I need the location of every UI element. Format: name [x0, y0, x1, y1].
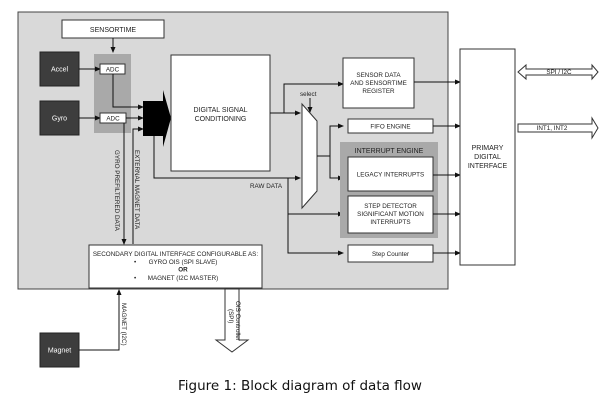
bullet-1: •: [134, 259, 136, 266]
mux-to-fifo-arrow: [317, 123, 344, 157]
magnet-label: Magnet: [48, 348, 71, 355]
external-magnet-label: EXTERNAL MAGNET DATA: [133, 150, 140, 230]
step-detector-block: [347, 195, 434, 234]
accel-label: Accel: [51, 67, 69, 74]
mux-to-legacy-arrow: [329, 156, 344, 181]
adc-accel-to-funnel: [112, 74, 144, 110]
gyro-label: Gyro: [52, 116, 67, 123]
int-label: INT1, INT2: [537, 125, 568, 132]
raw-data-line: [153, 136, 301, 181]
sensor-data-line3: REGISTER: [362, 88, 395, 95]
dsc-label-line2: CONDITIONING: [195, 116, 247, 123]
secondary-digital-interface-block: [88, 244, 263, 289]
digital-signal-conditioning-block: [170, 54, 271, 172]
adc-gyro-label: ADC: [106, 116, 120, 123]
dsc-label-line1: DIGITAL SIGNAL: [193, 107, 247, 114]
legacy-interrupts-label: LEGACY INTERRUPTS: [357, 172, 424, 179]
step-detector-line2: SIGNIFICANT MOTION: [357, 211, 424, 218]
bullet-2: •: [134, 275, 136, 282]
adc-accel-label: ADC: [106, 67, 120, 74]
primary-digital-interface-block: [459, 48, 516, 266]
int-output-arrow: [517, 116, 599, 140]
step-counter-label: Step Counter: [372, 251, 409, 258]
gyro-prefiltered-label: GYRO PREFILTERED DATA: [113, 150, 120, 232]
raw-data-label: RAW DATA: [250, 183, 283, 190]
ois-label-line2: (SPI): [227, 309, 234, 323]
spi-i2c-label: SPI / I2C: [546, 69, 572, 76]
primary-line2: DIGITAL: [474, 154, 501, 161]
secondary-or: OR: [178, 267, 188, 274]
multiplexer-funnel-shape: [143, 90, 171, 147]
sensor-data-line1: SENSOR DATA: [356, 72, 401, 79]
step-detector-line1: STEP DETECTOR: [364, 203, 417, 210]
step-detector-line3: INTERRUPTS: [370, 219, 410, 226]
mux-shape: [301, 102, 318, 210]
accel-block: [39, 51, 80, 87]
raw-to-step-counter-arrow: [287, 214, 344, 256]
sensor-data-line2: AND SENSORTIME: [350, 80, 407, 87]
primary-line1: PRIMARY: [472, 145, 504, 152]
fifo-engine-label: FIFO ENGINE: [370, 124, 410, 131]
external-magnet-to-funnel: [132, 126, 144, 244]
magnet-i2c-label: MAGNET (I2C): [120, 303, 127, 346]
interrupt-engine-label: INTERRUPT ENGINE: [355, 148, 424, 155]
secondary-option-gyro-ois: GYRO OIS (SPI SLAVE): [149, 259, 218, 266]
secondary-line1: SECONDARY DIGITAL INTERFACE CONFIGURABLE…: [93, 251, 259, 258]
magnet-i2c-arrow: [79, 289, 122, 351]
sensortime-label: SENSORTIME: [90, 27, 136, 34]
primary-line3: INTERFACE: [468, 163, 508, 170]
magnet-block: [39, 332, 80, 368]
ois-controller-arrow: [214, 288, 250, 353]
legacy-interrupts-block: [347, 156, 434, 192]
sensor-data-register-block: [342, 57, 415, 109]
select-label: select: [300, 91, 317, 98]
ois-label-line1: OIS Controller: [234, 301, 241, 341]
figure-caption: Figure 1: Block diagram of data flow: [178, 378, 422, 394]
secondary-option-magnet: MAGNET (I2C MASTER): [148, 275, 219, 282]
spi-i2c-bus-arrow: [517, 63, 599, 81]
